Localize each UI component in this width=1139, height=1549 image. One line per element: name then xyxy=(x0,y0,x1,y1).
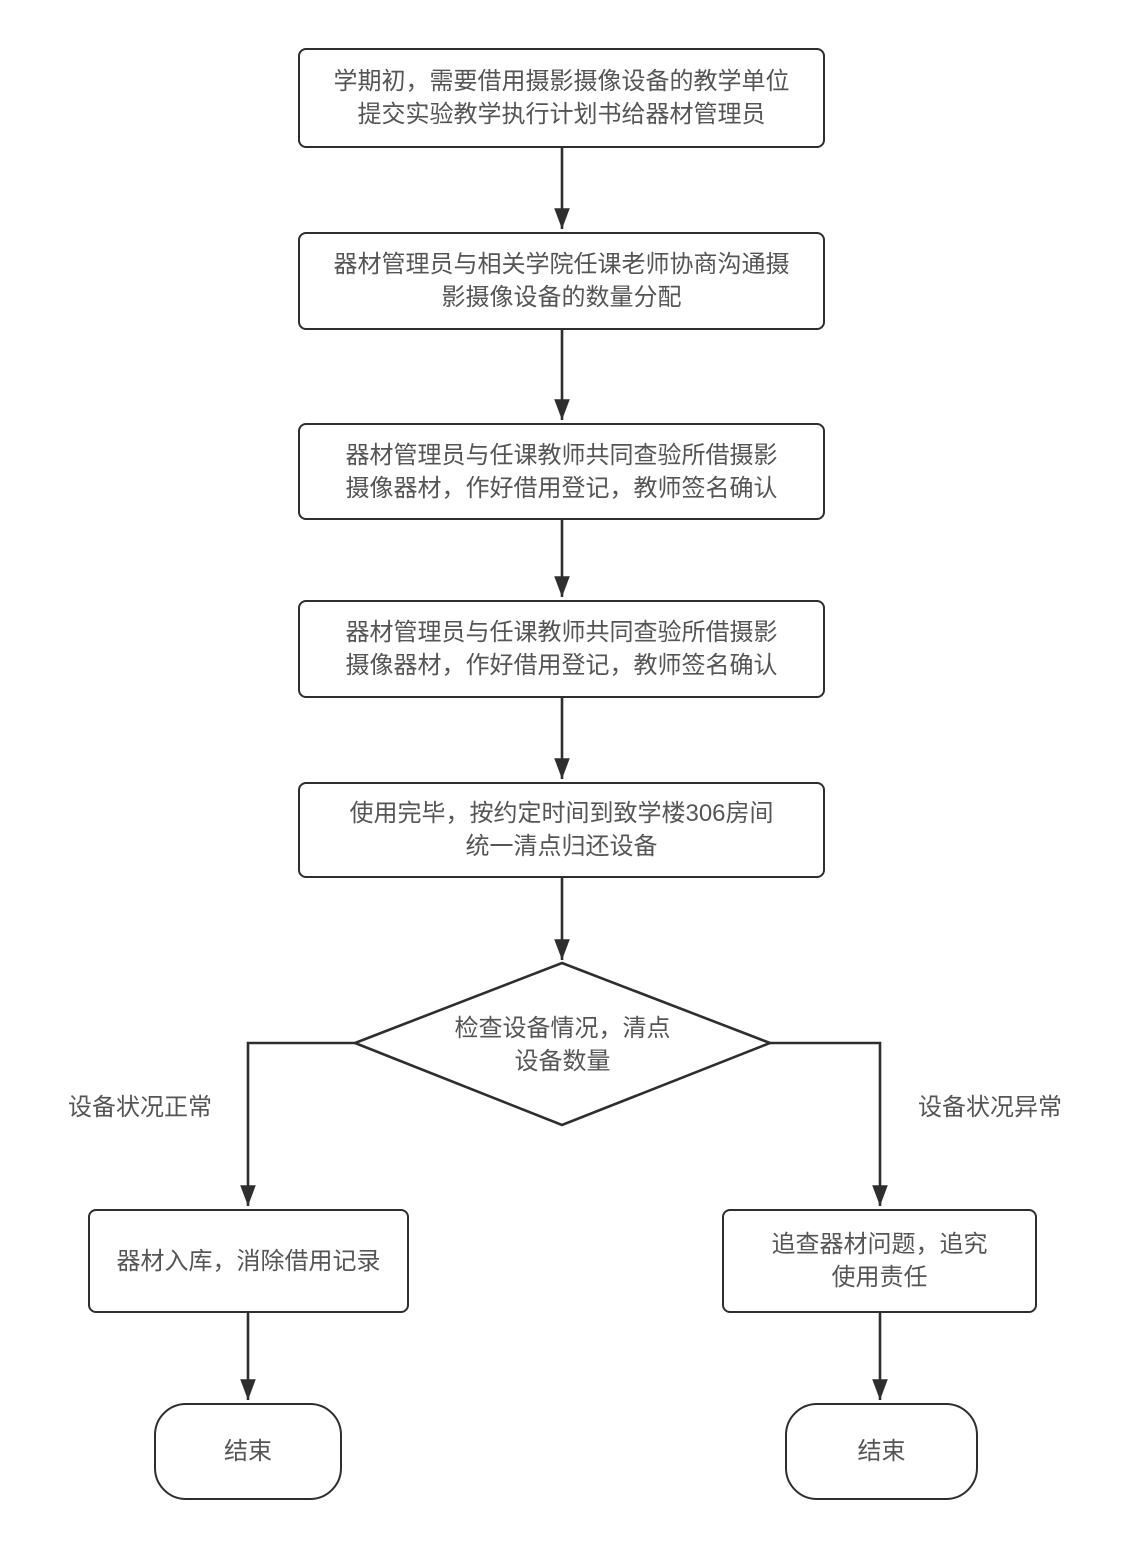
node-text-line: 影摄像设备的数量分配 xyxy=(441,284,682,311)
node-text-line: 结束 xyxy=(857,1438,906,1465)
flow-node-inspect-register-2: 器材管理员与任课教师共同查验所借摄影 摄像器材，作好借用登记，教师签名确认 xyxy=(298,600,825,698)
flow-node-store-clear-record: 器材入库，消除借用记录 xyxy=(88,1209,409,1313)
edge-decision-abnormal xyxy=(770,1041,888,1206)
node-text-line: 检查设备情况，清点 xyxy=(454,1015,671,1042)
decision-diamond-shape xyxy=(351,961,774,1127)
flow-node-inspect-register-1: 器材管理员与任课教师共同查验所借摄影 摄像器材，作好借用登记，教师签名确认 xyxy=(298,423,825,520)
node-text-line: 设备数量 xyxy=(514,1048,611,1075)
node-text-line: 使用完毕，按约定时间到致学楼306房间 xyxy=(349,800,774,827)
node-text-line: 统一清点归还设备 xyxy=(465,833,658,860)
flow-node-check-equipment: 检查设备情况，清点 设备数量 xyxy=(402,995,723,1095)
node-text-line: 结束 xyxy=(224,1438,272,1465)
flow-node-end-left: 结束 xyxy=(154,1403,342,1500)
edge-label-abnormal: 设备状况异常 xyxy=(918,1094,1062,1121)
node-text-line: 追查器材问题，追究 xyxy=(771,1231,988,1258)
flow-node-submit-plan: 学期初，需要借用摄影摄像设备的教学单位 提交实验教学执行计划书给器材管理员 xyxy=(298,48,825,148)
edge-decision-normal xyxy=(240,1041,355,1206)
edge-label-normal: 设备状况正常 xyxy=(68,1094,212,1121)
flow-node-return-equipment: 使用完毕，按约定时间到致学楼306房间 统一清点归还设备 xyxy=(298,782,825,878)
node-text-line: 摄像器材，作好借用登记，教师签名确认 xyxy=(345,652,778,679)
node-text-line: 器材入库，消除借用记录 xyxy=(116,1247,381,1275)
node-text-line: 器材管理员与相关学院任课老师协商沟通摄 xyxy=(333,251,790,278)
node-text-line: 学期初，需要借用摄影摄像设备的教学单位 xyxy=(333,68,790,95)
flow-node-negotiate-allocation: 器材管理员与相关学院任课老师协商沟通摄 影摄像设备的数量分配 xyxy=(298,232,825,330)
node-text-line: 器材管理员与任课教师共同查验所借摄影 xyxy=(345,619,778,646)
node-text-line: 提交实验教学执行计划书给器材管理员 xyxy=(357,101,766,128)
node-text-line: 摄像器材，作好借用登记，教师签名确认 xyxy=(345,474,778,502)
node-text-line: 使用责任 xyxy=(831,1264,928,1291)
flow-node-end-right: 结束 xyxy=(785,1403,978,1500)
node-text-line: 器材管理员与任课教师共同查验所借摄影 xyxy=(345,441,778,469)
flow-node-investigate-responsibility: 追查器材问题，追究 使用责任 xyxy=(722,1209,1037,1313)
